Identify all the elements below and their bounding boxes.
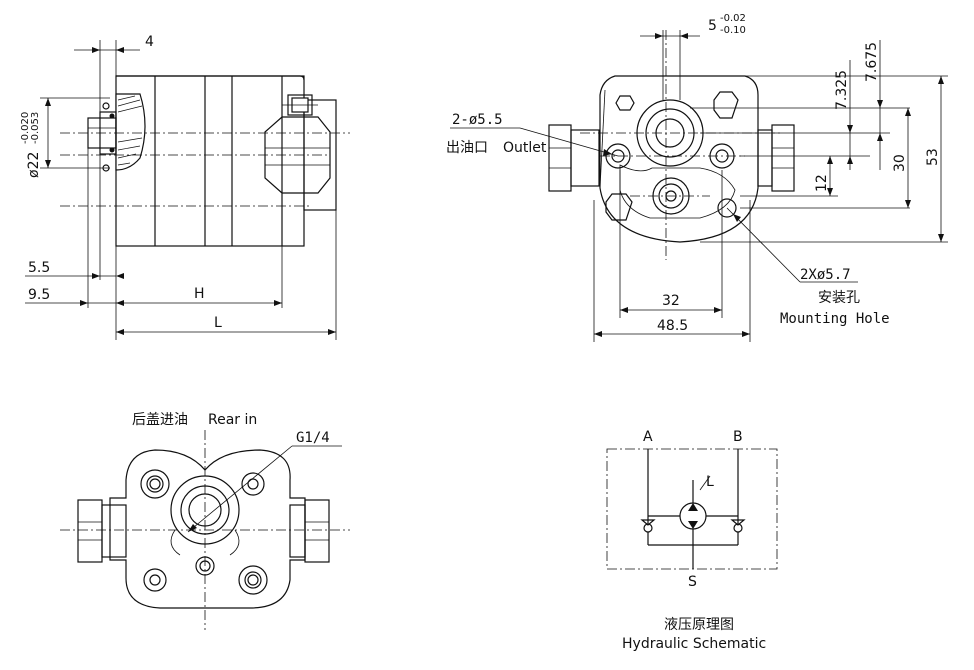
hydraulic-schematic: A B L S 液压原理图 Hydraulic Schematic [606,429,778,652]
dim-9-5-label: 9.5 [28,287,50,303]
outlet-nut [264,116,331,194]
rear-title-cn: 后盖进油 [132,412,188,428]
dim-32-label: 32 [662,293,680,309]
side-view: 4 ø22 -0.020 -0.053 5.5 9.5 H L [20,34,350,340]
rear-title-en: Rear in [208,412,257,428]
mounting-hole [717,198,737,218]
thread-label: G1/4 [296,430,330,446]
dim-h-label: H [194,286,205,302]
front-view: 5 -0.02 -0.10 7.325 7.675 30 53 12 2-ø5.… [446,13,948,342]
mount-label-cn: 安装孔 [818,290,860,306]
port-a-label: A [643,429,653,445]
port-b-label: B [733,429,743,445]
rear-outline [109,449,306,609]
mount-label-en: Mounting Hole [780,311,890,327]
dim-top-label: 4 [145,34,154,50]
port-s-label: S [688,574,697,590]
outlet-holes-label: 2-ø5.5 [452,112,503,128]
dim-7-325-label: 7.325 [834,70,850,110]
dim-diameter-tol-upper: -0.020 [20,112,31,144]
dim-key-tol-upper: -0.02 [720,13,746,24]
pump-body [115,75,305,247]
port-l-label: L [706,474,714,490]
dim-12-label: 12 [814,174,830,192]
dim-diameter-tol-lower: -0.053 [30,112,41,144]
outlet-label-cn: 出油口 [446,140,488,156]
dim-diameter-label: ø22 [26,152,42,178]
schematic-title-en: Hydraulic Schematic [622,636,766,652]
schematic-frame [606,448,778,570]
dim-7-675-label: 7.675 [864,42,880,82]
dim-30-label: 30 [892,154,908,172]
dim-l-label: L [214,315,222,331]
dim-53-label: 53 [925,148,941,166]
dim-5-5-label: 5.5 [28,260,50,276]
outlet-label-en: Outlet [503,140,547,156]
dim-48-5-label: 48.5 [657,318,688,334]
mount-holes-label: 2Xø5.7 [800,267,851,283]
dim-key-tol-lower: -0.10 [720,25,746,36]
dim-key-label: 5 [708,18,717,34]
schematic-title-cn: 液压原理图 [664,617,734,633]
rear-view: 后盖进油 Rear in G1/4 [60,412,350,630]
shaft-flange [115,93,146,171]
front-flange [599,75,759,243]
